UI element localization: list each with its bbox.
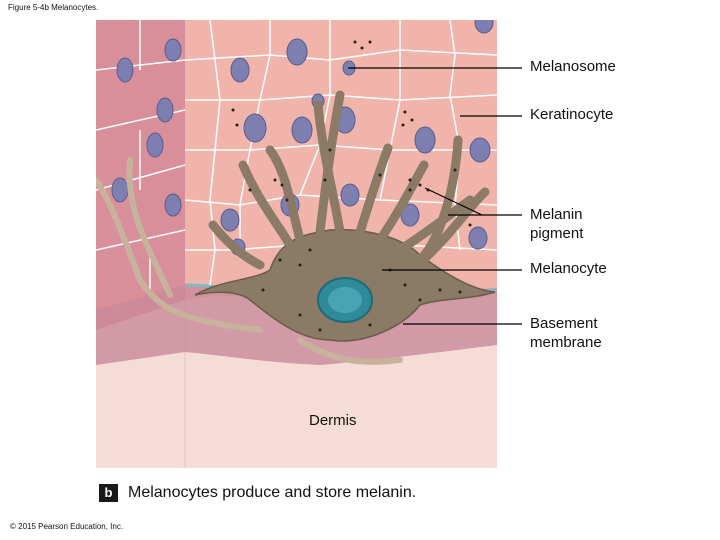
copyright-notice: © 2015 Pearson Education, Inc. (10, 522, 124, 531)
label-melanosome: Melanosome (530, 58, 616, 75)
label-basement-membrane: Basement membrane (530, 315, 602, 351)
figure-caption: Melanocytes produce and store melanin. (128, 484, 417, 501)
leader-lines (348, 67, 522, 325)
melanin-granules (231, 40, 472, 332)
label-keratinocyte: Keratinocyte (530, 106, 614, 123)
dermal-fibers (96, 157, 403, 365)
figure-title: Figure 5-4b Melanocytes. (8, 3, 99, 12)
melanocyte-dendrites (208, 90, 490, 275)
melanocyte-nucleolus (328, 287, 362, 313)
panel-letter-badge: b (99, 484, 118, 502)
label-melanin-pigment: Melanin pigment (530, 206, 584, 242)
label-dermis: Dermis (309, 412, 357, 429)
label-melanocyte: Melanocyte (530, 260, 607, 277)
